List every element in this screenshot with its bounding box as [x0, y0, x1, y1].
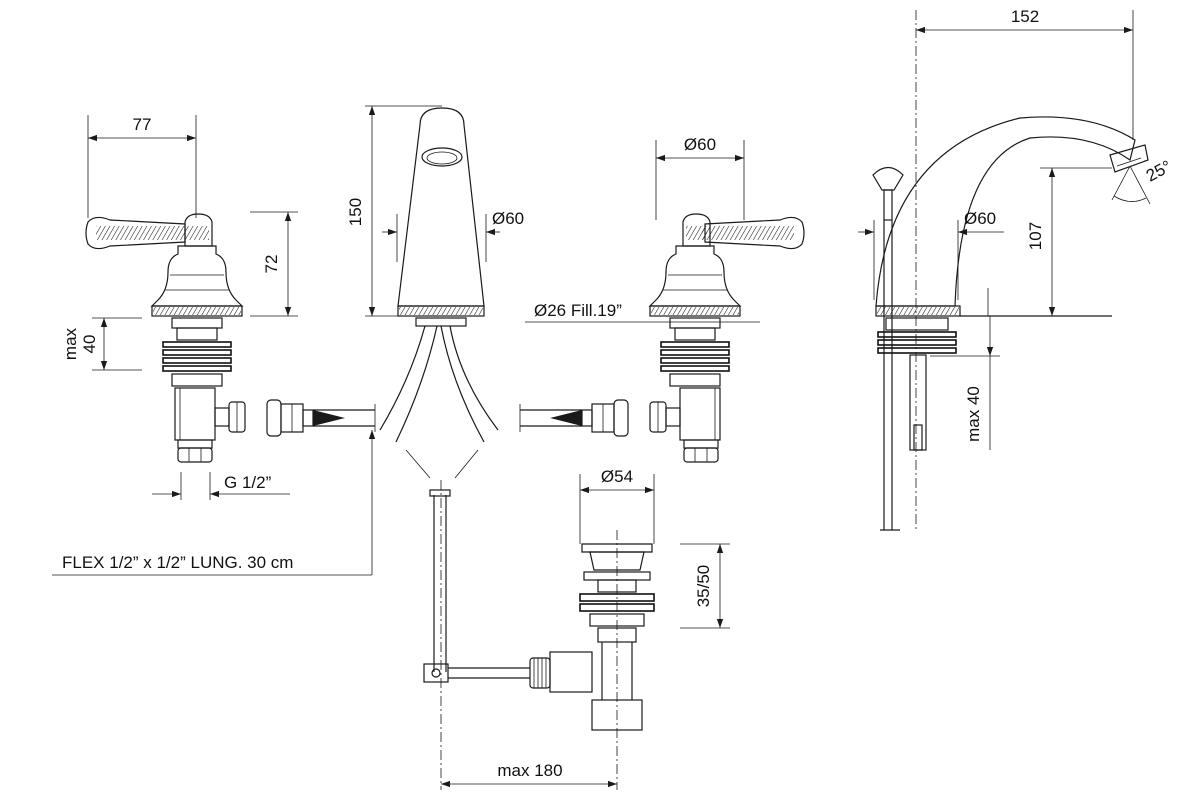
right-lever [704, 216, 805, 250]
dim-angle-label: 25° [1143, 157, 1175, 186]
dim-side-d60: Ø60 [858, 209, 1004, 300]
dim-152: 152 [916, 7, 1134, 140]
dim-d54-label: Ø54 [601, 467, 633, 486]
pop-up-drain [423, 480, 655, 790]
dim-3550-label: 35/50 [694, 565, 713, 608]
dim-3550: 35/50 [680, 543, 730, 629]
dim-max40-left: max 40 [61, 317, 142, 371]
dim-max180: max 180 [441, 761, 617, 788]
left-lever [85, 216, 186, 250]
side-view [872, 10, 1149, 531]
dim-150-label: 150 [346, 198, 365, 226]
left-flex-connector [266, 399, 376, 437]
dim-handle-d60-label: Ø60 [684, 135, 716, 154]
dim-152-label: 152 [1011, 7, 1039, 26]
dim-d54: Ø54 [579, 467, 655, 544]
flex-leader: FLEX 1/2” x 1/2” LUNG. 30 cm [52, 430, 376, 576]
dim-77: 77 [87, 115, 197, 218]
dim-72-label: 72 [262, 255, 281, 274]
dim-72: 72 [250, 211, 298, 317]
dim-angle: 25° [1111, 157, 1175, 205]
dim-side-d60-label: Ø60 [964, 209, 996, 228]
dim-max40-right-label: max 40 [964, 386, 983, 442]
dim-max40-left-label-a: max [61, 327, 80, 360]
dim-fill-hole-label: Ø26 Fill.19” [534, 301, 622, 320]
dim-107-label: 107 [1026, 222, 1045, 250]
right-handle-valve [648, 213, 805, 463]
right-handle-bell [648, 245, 742, 307]
dim-107: 107 [987, 167, 1112, 316]
dim-max40-right: max 40 [930, 316, 1000, 450]
dim-spout-d60-label: Ø60 [492, 209, 524, 228]
dim-handle-d60: Ø60 [655, 135, 745, 220]
side-spout [875, 116, 1136, 307]
dim-g12: G 1/2” [152, 472, 290, 500]
dim-fill-hole: Ø26 Fill.19” [525, 301, 760, 323]
spout-body [397, 107, 485, 307]
dim-max180-label: max 180 [497, 761, 562, 780]
dim-77-label: 77 [133, 115, 152, 134]
right-flex-connector [519, 399, 629, 437]
left-handle-valve [85, 213, 246, 463]
spout-front-view [379, 107, 499, 479]
left-handle-bell [150, 245, 244, 307]
flex-label: FLEX 1/2” x 1/2” LUNG. 30 cm [62, 553, 293, 572]
dim-150: 150 [346, 105, 442, 317]
dim-max40-left-label-b: 40 [80, 335, 99, 354]
dim-spout-d60: Ø60 [382, 209, 524, 262]
dim-g12-label: G 1/2” [224, 473, 272, 492]
